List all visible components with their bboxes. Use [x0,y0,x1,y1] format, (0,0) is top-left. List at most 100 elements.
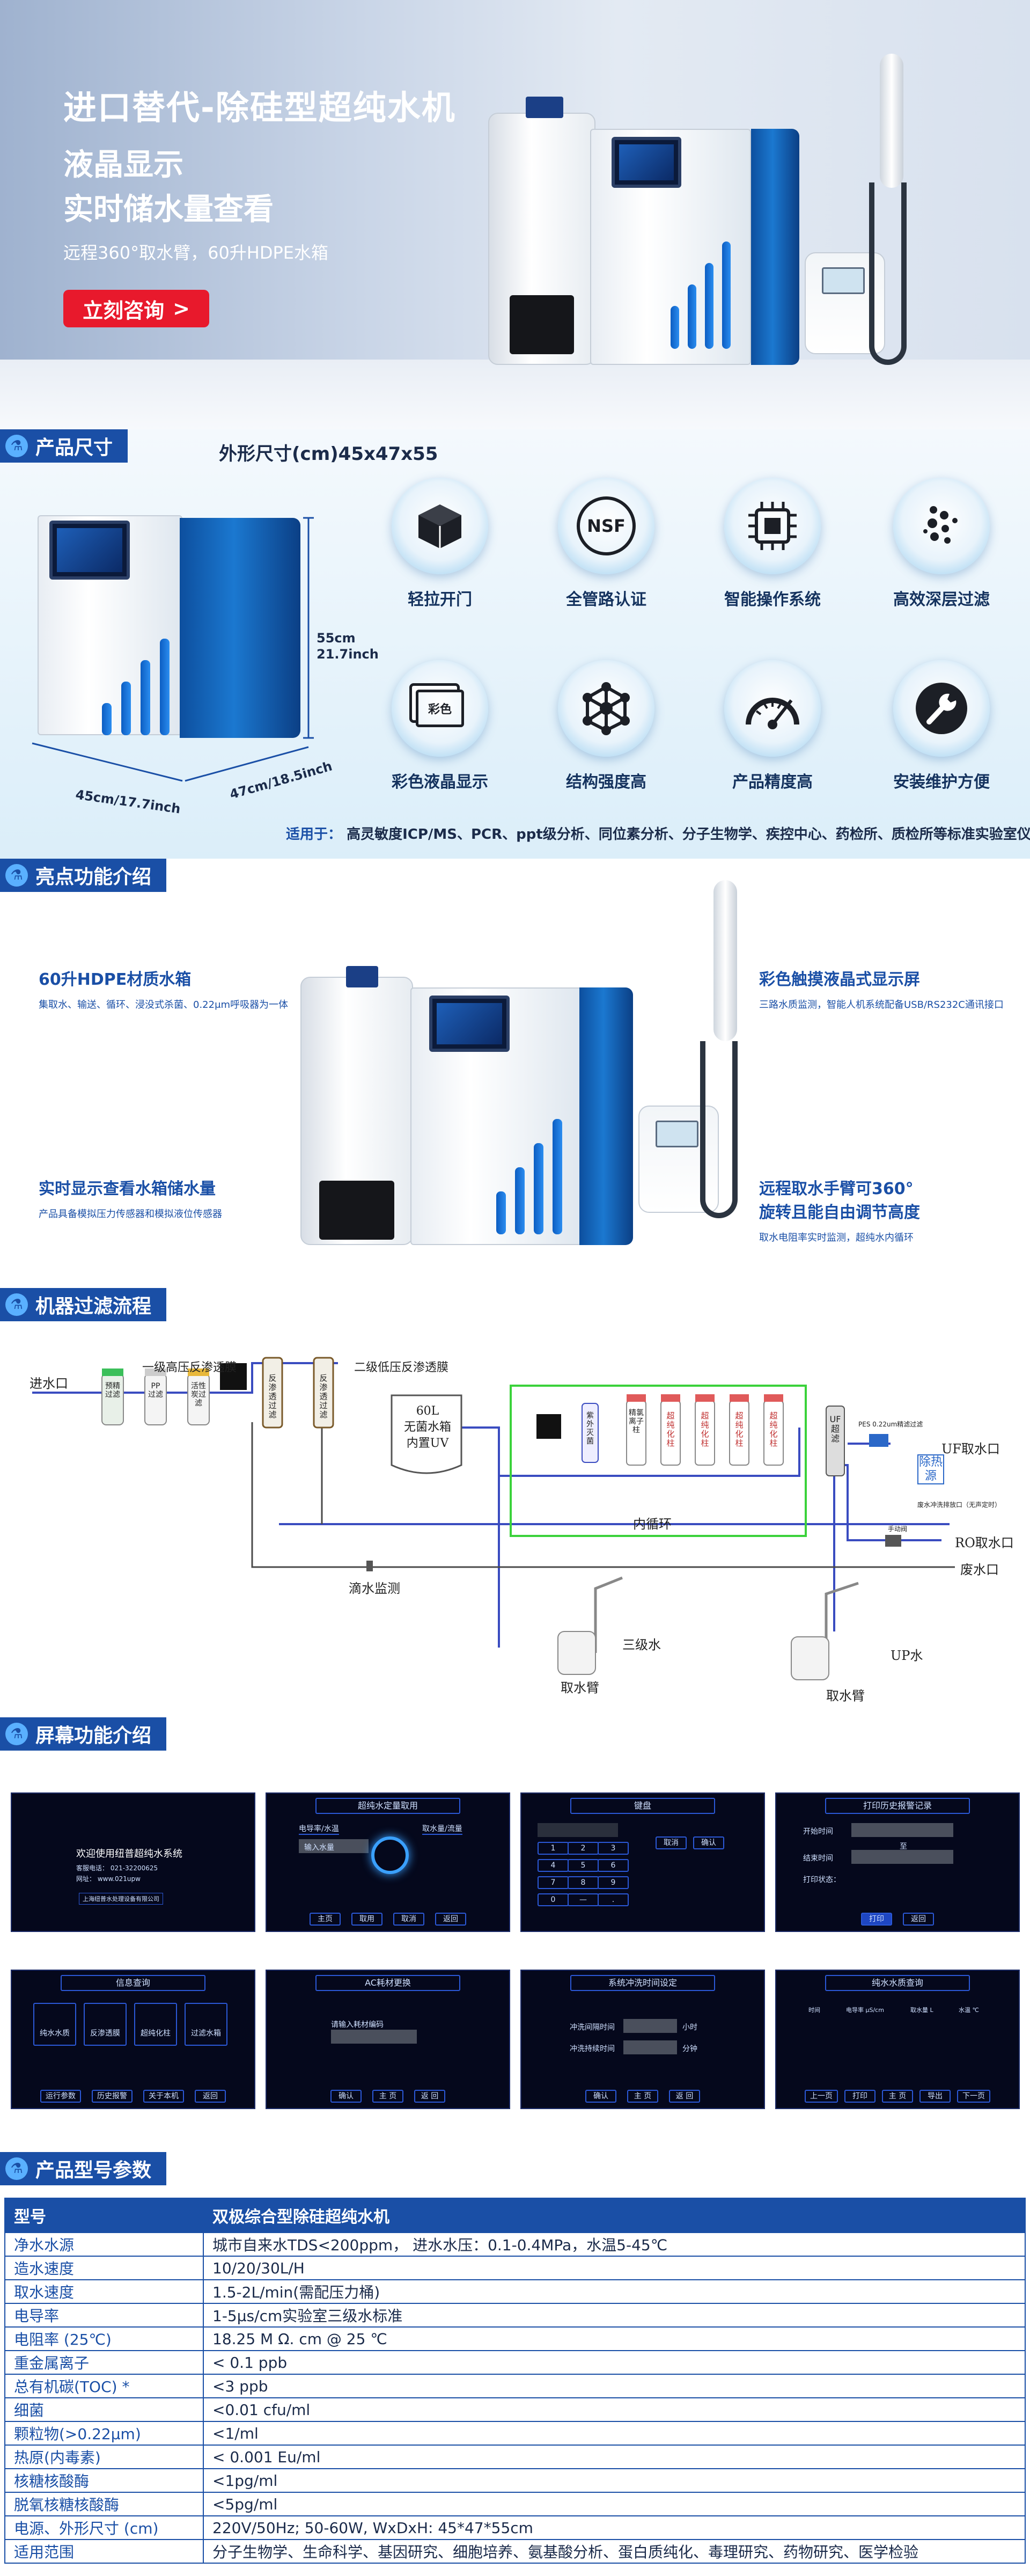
flask-icon: ⚗ [5,864,28,887]
blue-side-panel [751,129,799,365]
take-button[interactable]: 取用 [351,1913,382,1926]
print-button[interactable]: 打印 [861,1913,892,1926]
flow-heat-source-label: 除热源 [917,1454,944,1484]
chip-icon [748,502,797,550]
section-header: ⚗ 机器过滤流程 [0,1288,167,1321]
filter-label: 超纯化柱 [701,1411,709,1448]
hero-floor [0,360,1030,429]
flow-ro-outlet-label: RO取水口 [955,1535,1014,1550]
box-icon [418,504,461,548]
dimension-lines [32,517,314,782]
flow-ro1-label: 一级高压反渗透膜 [142,1361,237,1374]
keypad: 1 2 3 4 5 6 7 8 9 0 — . [538,1842,629,1906]
flow-up-water-label: UP水 [891,1648,923,1663]
cancel-button[interactable]: 取消 [393,1913,424,1926]
section-header: ⚗ 屏幕功能介绍 [0,1717,167,1751]
filter-label: 精氯离子柱 [629,1409,644,1435]
gauge-icon [746,698,799,729]
keyboard-cancel-button[interactable]: 取消 [656,1836,687,1849]
section-title: 屏幕功能介绍 [35,1725,152,1747]
hero-banner: 进口替代-除硅型超纯水机 液晶显示 实时储水量查看 远程360°取水臂，60升H… [0,0,1030,429]
keyboard-confirm-button[interactable]: 确认 [693,1836,724,1849]
section-title: 产品尺寸 [35,437,113,459]
hero-subtitle-1: 液晶显示 [63,148,183,182]
color-display-icon: 彩色 [416,690,464,727]
flow-inner-loop-label: 内循环 [633,1517,672,1532]
flask-icon: ⚗ [5,435,28,457]
flow-arm1-label: 取水臂 [561,1680,599,1695]
info-tiles: 纯水水质 反渗透膜 超纯化柱 过滤水箱 [33,2003,227,2046]
filtration-flow-section: ⚗ 机器过滤流程 [0,1288,1030,1717]
screen-info-query: 信息查询 纯水水质 反渗透膜 超纯化柱 过滤水箱 运行参数 历史报警 关于本机 … [11,1970,255,2109]
table-row: 电阻率 (25℃)18.25 M Ω. cm @ 25 ℃ [4,2326,1026,2351]
feature-deep-filter: 高效深层过滤 [872,478,1011,610]
table-row: 电源、外形尺寸 (cm)220V/50Hz; 50-60W, WxDxH: 45… [4,2515,1026,2540]
feature-color-lcd: 彩色 彩色液晶显示 [370,660,510,792]
screen-flush-time: 系统冲洗时间设定 冲洗间隔时间 小时 冲洗持续时间 分钟 确认 主 页 返 回 [520,1970,765,2109]
flask-icon: ⚗ [5,2157,28,2180]
screen-welcome: 欢迎使用纽普超纯水系统 客服电话： 021-32200625 网址： www.0… [11,1792,255,1932]
section-title: 亮点功能介绍 [35,866,152,888]
flow-uf-outlet-label: UF取水口 [941,1441,1000,1457]
height-dimension: 55cm [317,631,356,646]
filter-label: 超纯化柱 [666,1411,675,1448]
overall-dimensions: 外形尺寸(cm)45x47x55 [219,443,438,465]
consult-button-label: 立刻咨询 [83,298,165,323]
structure-icon [583,682,630,735]
highlight-arm: 远程取水手臂可360° 旋转且能自由调节高度 取水电阻率实时监测，超纯水内循环 [759,1180,920,1243]
flow-heat-note: 废水冲洗排放口（无声定时） [917,1501,1002,1509]
filter-icon [923,506,958,544]
section-title: 机器过滤流程 [35,1296,152,1318]
consult-button[interactable]: 立刻咨询 > [63,290,209,327]
spec-section: ⚗ 产品型号参数 型号 双极综合型除硅超纯水机 净水水源城市自来水TDS<200… [0,2147,1030,2576]
section-header: ⚗ 产品型号参数 [0,2152,167,2185]
table-row: 脱氧核糖核酸酶<5pg/ml [4,2492,1026,2516]
highlight-level: 实时显示查看水箱储水量 产品具备模拟压力传感器和模拟液位传感器 [39,1180,222,1220]
table-row: 核糖核酸酶<1pg/ml [4,2468,1026,2493]
flow-uf-label: UF超滤 [829,1414,841,1444]
home-button[interactable]: 主页 [310,1913,341,1926]
section-header: ⚗ 产品尺寸 [0,429,128,463]
arm-hose [869,182,907,365]
screen-print-history: 打印历史报警记录 开始时间 至 结束时间 打印状态： 打印 返回 [775,1792,1020,1932]
flow-arm2-label: 取水臂 [826,1688,865,1703]
highlights-section: ⚗ 亮点功能介绍 60升HDPE材质水箱 集取水、输送、循环、浸没式杀菌、0.2… [0,859,1030,1288]
wrench-icon [916,683,967,734]
chevron-right-icon: > [173,297,190,320]
back-button[interactable]: 返回 [903,1913,934,1926]
filter-label: 紫外灭菌 [586,1411,594,1446]
table-row: 总有机碳(TOC) *<3 ppb [4,2374,1026,2398]
table-row: 热原(内毒素)< 0.001 Eu/ml [4,2445,1026,2469]
filter-label: 活性炭过滤 [191,1382,206,1408]
back-button[interactable]: 返回 [435,1913,466,1926]
height-dimension-inch: 21.7inch [317,647,379,662]
hero-machine [483,54,923,386]
filter-label: PP过滤 [148,1382,163,1399]
screen-ac-replace: AC耗材更换 请输入耗材编码 确认 主 页 返 回 [266,1970,510,2109]
table-row: 净水水源城市自来水TDS<200ppm， 进水水压：0.1-0.4MPa，水温5… [4,2232,1026,2257]
hero-title: 进口替代-除硅型超纯水机 [63,88,456,127]
section-header: ⚗ 亮点功能介绍 [0,859,167,892]
section-title: 产品型号参数 [35,2160,152,2182]
feature-maintenance: 安装维护方便 [872,660,1011,792]
screen-keyboard: 键盘 1 2 3 4 5 6 7 8 9 0 — . 取消 确认 [520,1792,765,1932]
feature-structure: 结构强度高 [536,660,676,792]
table-header-row: 型号 双极综合型除硅超纯水机 [4,2198,1026,2233]
flow-inlet-label: 进水口 [30,1376,68,1391]
hero-description: 远程360°取水臂，60升HDPE水箱 [63,243,329,263]
filter-label: 超纯化柱 [769,1411,778,1448]
flow-ro2-label: 二级低压反渗透膜 [354,1361,449,1374]
size-lcd [49,521,130,580]
filter-label: 预精过滤 [105,1382,120,1399]
flow-pes-label: PES 0.22um精滤过滤 [858,1421,923,1428]
spec-table: 型号 双极综合型除硅超纯水机 净水水源城市自来水TDS<200ppm， 进水水压… [4,2198,1026,2564]
flow-tank-label: 60L 无菌水箱 内置UV [403,1404,451,1450]
product-size-section: ⚗ 产品尺寸 外形尺寸(cm)45x47x55 55cm 21.7inch 45… [0,429,1030,859]
table-row: 适用范围分子生物学、生命科学、基因研究、细胞培养、氨基酸分析、蛋白质纯化、毒理研… [4,2539,1026,2564]
flask-icon: ⚗ [5,1293,28,1316]
dial-icon [371,1836,409,1874]
